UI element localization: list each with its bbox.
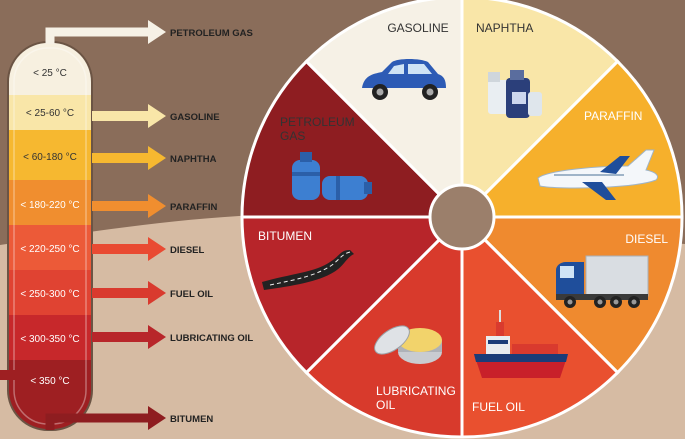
arrow-shaft	[92, 244, 150, 254]
output-label: FUEL OIL	[170, 289, 213, 300]
distillation-column: < 25 °C < 25-60 °C < 60-180 °C < 180-220 °C…	[0, 41, 93, 431]
truck-icon	[556, 255, 649, 308]
arrow-shaft	[92, 332, 150, 342]
segment-label: OIL	[376, 398, 396, 412]
ship-icon	[474, 310, 568, 378]
segment-label: LUBRICATING	[376, 384, 456, 398]
temperature-label: < 180-220 °C	[20, 200, 79, 211]
arrow-shaft	[45, 413, 150, 430]
temperature-label: < 300-350 °C	[20, 334, 79, 345]
segment-label: FUEL OIL	[472, 400, 525, 414]
output-label: PETROLEUM GAS	[170, 28, 253, 39]
temperature-label: < 250-300 °C	[20, 289, 79, 300]
arrow-head	[148, 325, 166, 349]
output-arrow: PARAFFIN	[92, 194, 217, 218]
gas-cylinders-icon	[292, 152, 372, 200]
chemical-bottles-icon	[488, 70, 542, 118]
arrow-head	[148, 194, 166, 218]
wheel-segment	[304, 213, 464, 439]
wheel-segment	[460, 213, 620, 439]
product-wheel: GASOLINE NAPHTHA PARAFFIN DIESEL FUEL OIL LUB…	[240, 0, 684, 439]
output-arrow: DIESEL	[92, 237, 205, 261]
feed-pipe	[0, 370, 16, 380]
column-band	[8, 315, 92, 360]
output-arrow: PETROLEUM GAS	[45, 20, 253, 44]
segment-label: DIESEL	[625, 232, 668, 246]
temperature-label: < 25-60 °C	[26, 108, 74, 119]
arrow-shaft	[92, 153, 150, 163]
output-label: BITUMEN	[170, 414, 213, 425]
wheel-hub	[428, 183, 496, 251]
output-label: NAPHTHA	[170, 154, 217, 165]
arrow-shaft	[45, 27, 150, 44]
column-bands	[8, 42, 92, 430]
arrow-head	[148, 20, 166, 44]
arrow-shaft	[92, 111, 150, 121]
segment-label: GAS	[280, 129, 305, 143]
arrow-shaft	[92, 201, 150, 211]
car-icon	[362, 59, 446, 100]
segment-label: BITUMEN	[258, 229, 312, 243]
output-arrow: NAPHTHA	[92, 146, 217, 170]
column-band	[8, 130, 92, 180]
output-label: PARAFFIN	[170, 202, 217, 213]
segment-label: NAPHTHA	[476, 21, 533, 35]
arrow-head	[148, 281, 166, 305]
output-arrows: PETROLEUM GAS GASOLINE NAPHTHA PARAFFIN DIES…	[45, 20, 253, 430]
road-icon	[262, 250, 354, 290]
column-band	[8, 95, 92, 130]
segment-label: PARAFFIN	[584, 109, 642, 123]
grease-tin-icon	[374, 325, 442, 364]
arrow-head	[148, 406, 166, 430]
output-arrow: GASOLINE	[92, 104, 220, 128]
column-band	[8, 180, 92, 225]
output-arrow: BITUMEN	[45, 406, 213, 430]
wheel-segment	[240, 215, 466, 375]
segment-label: PETROLEUM	[280, 115, 355, 129]
arrow-head	[148, 146, 166, 170]
output-label: GASOLINE	[170, 112, 220, 123]
temperature-label: < 220-250 °C	[20, 244, 79, 255]
airplane-icon	[537, 149, 659, 200]
output-arrow: LUBRICATING OIL	[92, 325, 253, 349]
segment-label: GASOLINE	[387, 21, 448, 35]
output-label: LUBRICATING OIL	[170, 333, 253, 344]
output-label: DIESEL	[170, 245, 205, 256]
column-band	[8, 225, 92, 270]
arrow-head	[148, 104, 166, 128]
column-band	[8, 270, 92, 315]
temperature-label: < 25 °C	[33, 68, 67, 79]
arrow-head	[148, 237, 166, 261]
arrow-shaft	[92, 288, 150, 298]
wheel-segment	[304, 0, 464, 221]
temperature-label: < 60-180 °C	[23, 152, 77, 163]
output-arrow: FUEL OIL	[92, 281, 213, 305]
temperature-label: < 350 °C	[30, 376, 69, 387]
